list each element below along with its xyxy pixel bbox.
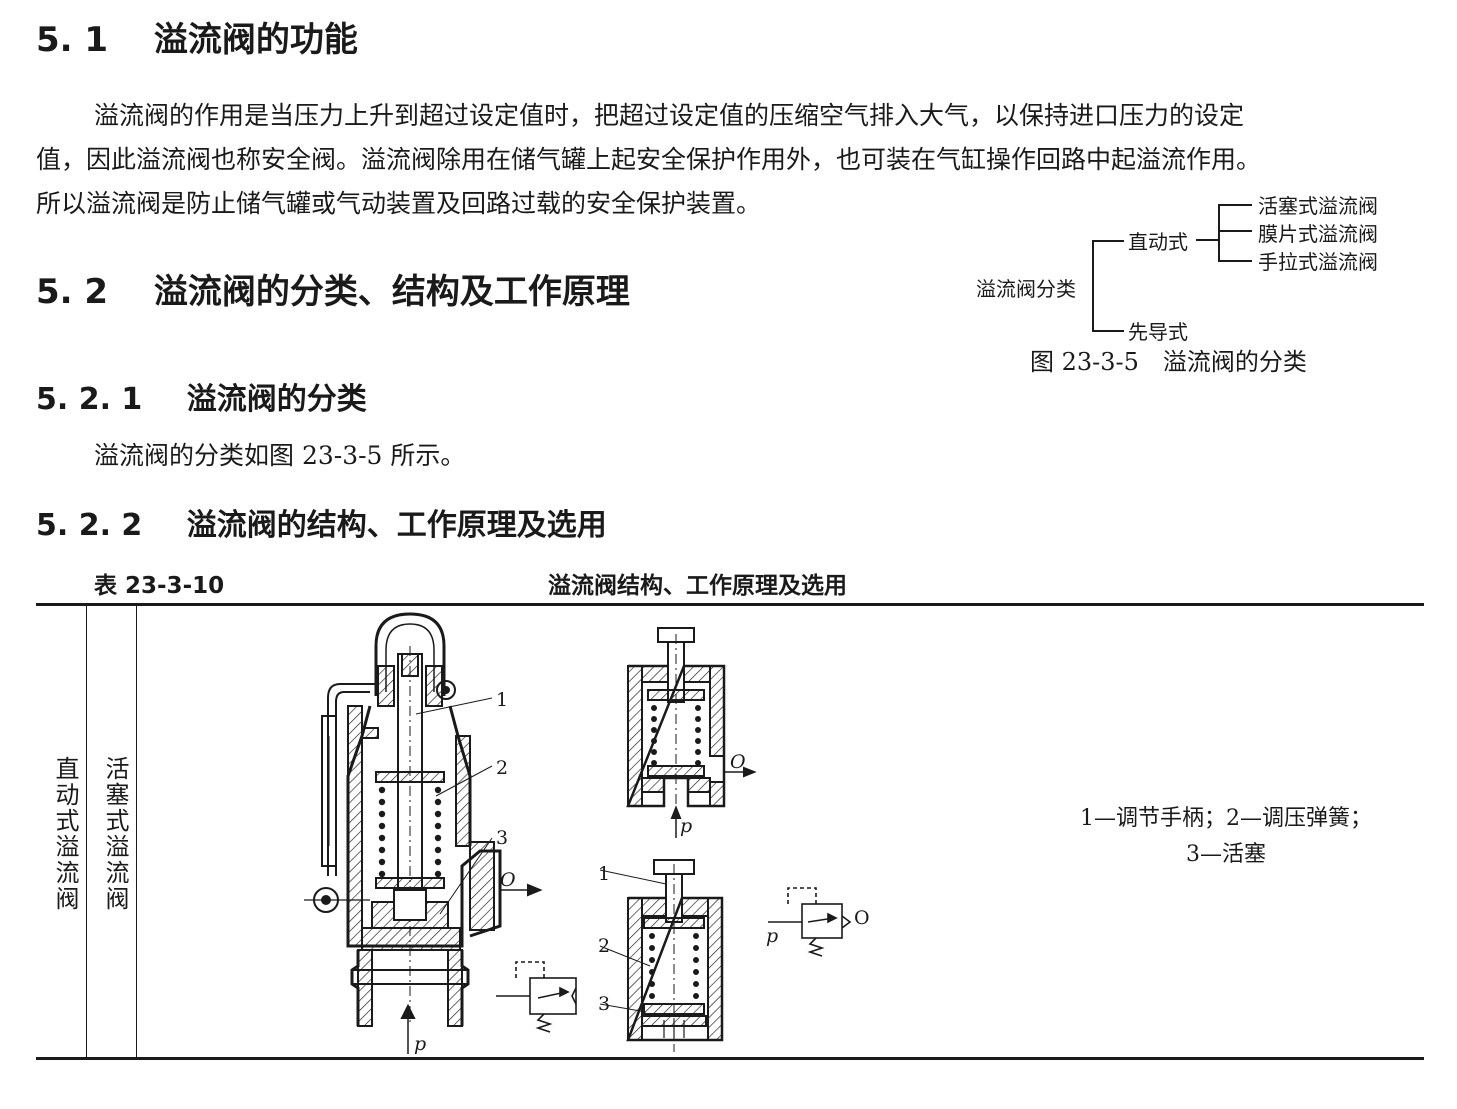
- label-1-lower: 1: [598, 863, 610, 885]
- section-title: 溢流阀的功能: [153, 20, 358, 60]
- table-top-rule: [36, 603, 1424, 606]
- table-col2-label: 活塞式溢流阀: [101, 756, 129, 912]
- label-outlet-upper: O: [730, 751, 746, 773]
- piston-valve-open: [626, 627, 757, 838]
- valve-drawings: 1 2 3 O p O p 1 2 3 O p: [304, 612, 870, 1055]
- section-number: 5. 1: [36, 20, 109, 60]
- section-title: 溢流阀的结构、工作原理及选用: [186, 508, 607, 543]
- intro-line-1: 溢流阀的作用是当压力上升到超过设定值时，把超过设定值的压缩空气排入大气，以保持进…: [94, 101, 1245, 130]
- sub-type-manual: 手拉式溢流阀: [1258, 250, 1378, 274]
- label-3-large: 3: [496, 827, 508, 849]
- label-inlet-large: p: [414, 1033, 426, 1055]
- classification-direct: 直动式: [1128, 230, 1188, 254]
- classification-pilot: 先导式: [1128, 320, 1188, 344]
- label-1-large: 1: [496, 689, 508, 711]
- section-5-1-heading: 5. 1 溢流阀的功能: [36, 12, 358, 61]
- direct-middle-tick: [1218, 230, 1252, 232]
- piston-valve-open-spring: [651, 705, 701, 766]
- intro-line-2: 值，因此溢流阀也称安全阀。溢流阀除用在储气罐上起安全保护作用外，也可装在气缸操作…: [36, 145, 1262, 174]
- direct-bracket: [1218, 204, 1252, 262]
- legend-line-2: 3—活塞: [1186, 842, 1266, 867]
- section-5-2-1-text: 溢流阀的分类如图 23-3-5 所示。: [94, 441, 466, 470]
- relief-valve-symbol-2: [768, 887, 852, 957]
- section-number: 5. 2. 1: [36, 382, 143, 417]
- label-2-large: 2: [496, 757, 508, 779]
- section-number: 5. 2: [36, 272, 109, 312]
- table-col-divider-2: [136, 606, 137, 1057]
- piston-valve-closed: [599, 859, 724, 1052]
- direct-connector: [1196, 239, 1218, 241]
- sub-type-piston: 活塞式溢流阀: [1258, 194, 1378, 218]
- section-5-2-heading: 5. 2 溢流阀的分类、结构及工作原理: [36, 264, 630, 313]
- table-id: 表 23-3-10: [94, 573, 225, 599]
- table-col-divider-1: [86, 606, 87, 1057]
- legend-line-1: 1—调节手柄；2—调压弹簧；: [1080, 806, 1372, 831]
- section-5-2-2-heading: 5. 2. 2 溢流阀的结构、工作原理及选用: [36, 500, 607, 544]
- drawing-labels: 1 2 3 O p O p 1 2 3 O p: [414, 689, 870, 1055]
- table-bottom-rule: [36, 1057, 1424, 1060]
- relief-valve-symbol-1: [496, 961, 577, 1033]
- classification-root: 溢流阀分类: [976, 277, 1076, 301]
- safety-valve-section: [304, 612, 543, 1054]
- section-title: 溢流阀的分类: [186, 382, 367, 417]
- safety-valve-spring: [378, 786, 442, 878]
- figure-caption: 图 23-3-5 溢流阀的分类: [1030, 348, 1307, 376]
- section-number: 5. 2. 2: [36, 508, 143, 543]
- table-title: 溢流阀结构、工作原理及选用: [548, 573, 847, 599]
- label-outlet-symbol: O: [854, 907, 870, 929]
- section-5-2-1-heading: 5. 2. 1 溢流阀的分类: [36, 374, 367, 418]
- piston-valve-closed-spring: [649, 933, 699, 999]
- root-bracket: [1092, 240, 1124, 332]
- label-inlet-symbol: p: [766, 925, 778, 947]
- intro-line-3: 所以溢流阀是防止储气罐或气动装置及回路过载的安全保护装置。: [36, 189, 762, 218]
- sub-type-diaphragm: 膜片式溢流阀: [1258, 222, 1378, 246]
- table-col1-label: 直动式溢流阀: [51, 756, 79, 912]
- label-3-lower: 3: [598, 993, 610, 1015]
- label-outlet-large: O: [500, 869, 516, 891]
- section-title: 溢流阀的分类、结构及工作原理: [153, 272, 630, 312]
- label-2-lower: 2: [598, 935, 610, 957]
- label-inlet-upper: p: [680, 815, 692, 837]
